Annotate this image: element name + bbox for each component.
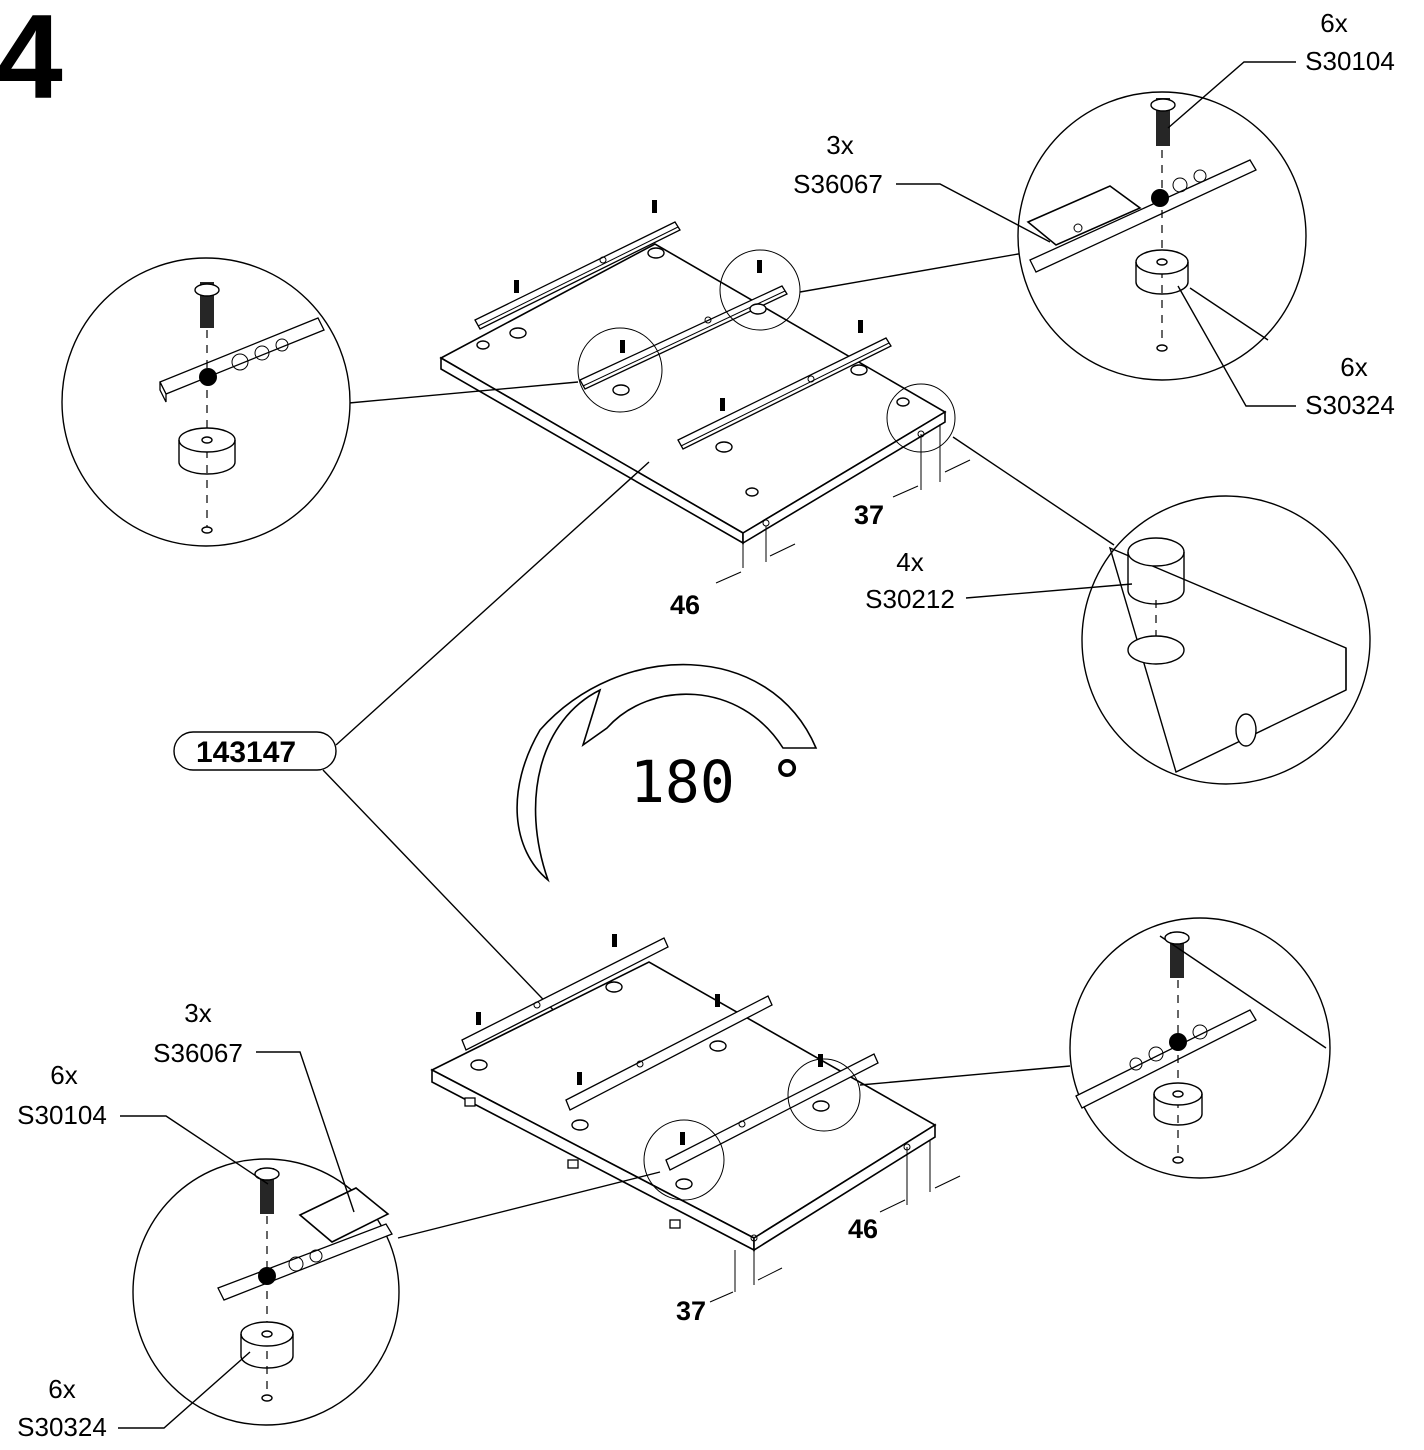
top-dim-37: 37 xyxy=(854,500,884,530)
bottom-pads xyxy=(470,981,830,1190)
callout-code: S30212 xyxy=(865,584,955,614)
rotation-label: 180 ° xyxy=(630,748,805,816)
bottom-rail-1 xyxy=(461,937,669,1051)
detail-bubble-bottom-right xyxy=(859,917,1331,1179)
bottom-cam-clips xyxy=(464,1097,681,1229)
detail-bubble-top-left xyxy=(61,257,579,547)
top-screws xyxy=(514,200,863,411)
top-pads xyxy=(476,247,910,497)
callout-bottom-screw: 6x S30104 xyxy=(17,1060,269,1185)
callout-cam: 4x S30212 xyxy=(865,547,1133,614)
top-detail-ring-2 xyxy=(719,249,801,331)
top-detail-ring-1 xyxy=(577,327,663,413)
detail-bubble-cam xyxy=(952,436,1371,785)
bottom-panel-assembly: 46 37 xyxy=(430,934,961,1326)
top-dimension-marks xyxy=(715,424,971,584)
callout-qty: 3x xyxy=(826,130,853,160)
bottom-dim-46: 46 xyxy=(848,1214,878,1244)
callout-qty: 6x xyxy=(50,1060,77,1090)
callout-qty: 3x xyxy=(184,998,211,1028)
bottom-screws xyxy=(476,934,823,1145)
bottom-dim-37: 37 xyxy=(676,1296,706,1326)
bottom-dimension-marks xyxy=(709,1140,961,1303)
callout-bottom-pad: 6x S30324 xyxy=(17,1351,251,1442)
step-number: 4 xyxy=(0,0,63,124)
bottom-detail-ring-1 xyxy=(643,1119,725,1201)
callout-code: S36067 xyxy=(153,1038,243,1068)
callout-code: S30324 xyxy=(17,1412,107,1442)
rotation-arrow: 180 ° xyxy=(516,663,818,883)
callout-code: S30104 xyxy=(1305,46,1395,76)
callout-top-right-screw: 6x S30104 xyxy=(1167,8,1395,129)
detail-bubble-bottom-left xyxy=(132,1158,661,1426)
callout-qty: 6x xyxy=(48,1374,75,1404)
callout-code: S36067 xyxy=(793,169,883,199)
callout-qty: 6x xyxy=(1340,352,1367,382)
callout-bottom-rail: 3x S36067 xyxy=(153,998,355,1213)
panel-part-number: 143147 xyxy=(196,736,296,769)
callout-code: S30324 xyxy=(1305,390,1395,420)
callout-qty: 6x xyxy=(1320,8,1347,38)
panel-part-callout: 143147 xyxy=(173,461,650,1043)
callout-code: S30104 xyxy=(17,1100,107,1130)
top-rail-1 xyxy=(474,221,681,330)
top-rail-3 xyxy=(677,337,892,450)
top-dim-46: 46 xyxy=(670,590,700,620)
bottom-detail-ring-2 xyxy=(787,1058,861,1132)
callout-qty: 4x xyxy=(896,547,923,577)
bottom-rail-2 xyxy=(565,995,773,1111)
callout-top-rail: 3x S36067 xyxy=(793,130,1051,243)
callout-top-right-pad: 6x S30324 xyxy=(1177,285,1395,420)
top-panel-assembly: 37 46 xyxy=(439,200,971,620)
detail-bubble-top-right xyxy=(799,91,1307,381)
